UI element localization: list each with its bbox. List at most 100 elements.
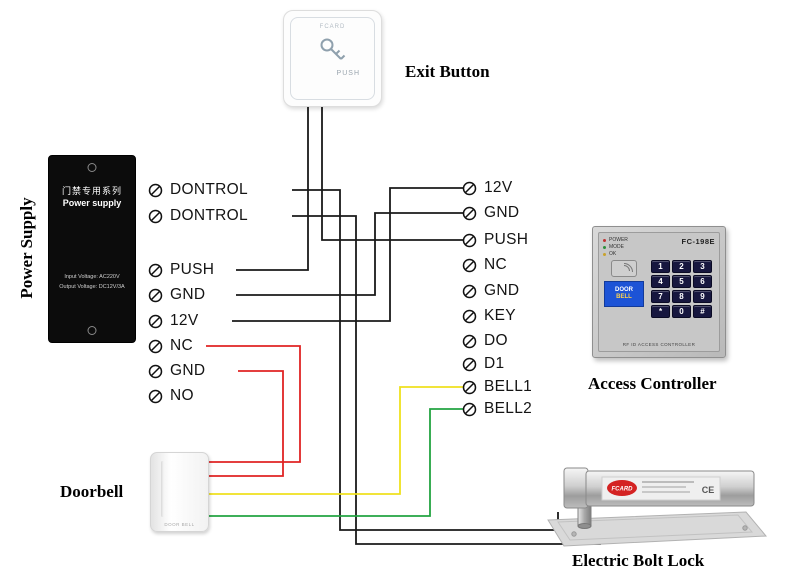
keypad-key-7[interactable]: 7 — [651, 290, 670, 303]
power-supply-input-spec: Input Voltage: AC220V — [64, 274, 120, 280]
controller-footer-text: RF ID ACCESS CONTROLLER — [622, 342, 696, 347]
terminal-screw-icon — [462, 258, 477, 272]
terminal-right-gnd-1: GND — [462, 203, 519, 223]
bolt-lock-title: Electric Bolt Lock — [572, 551, 705, 570]
terminal-screw-icon — [148, 389, 163, 403]
bolt-lock-graphic: FCARD CE — [547, 467, 768, 547]
terminal-screw-icon — [462, 309, 477, 323]
controller-indicators: POWER MODE OK — [603, 237, 628, 257]
terminal-screw-icon — [148, 288, 163, 302]
doorbell-title: Doorbell — [60, 482, 124, 501]
terminal-right-gnd-2: GND — [462, 281, 519, 301]
terminal-label: PUSH — [170, 261, 215, 278]
terminal-label: NO — [170, 387, 194, 404]
screw-hole-icon — [87, 326, 97, 335]
exit-button-device: FCARD PUSH — [283, 10, 382, 107]
exit-button-brand: FCARD — [319, 24, 346, 30]
terminal-right-d1: D1 — [462, 354, 504, 374]
terminal-left-no: NO — [148, 386, 194, 406]
terminal-left-nc: NC — [148, 336, 193, 356]
keypad-key-8[interactable]: 8 — [672, 290, 691, 303]
terminal-left-dontrol-2: DONTROL — [148, 206, 248, 226]
terminal-label: NC — [484, 256, 507, 273]
terminal-label: NC — [170, 337, 193, 354]
lock-brand-text: FCARD — [612, 487, 634, 493]
wire-gnd-to-doorbell — [209, 370, 284, 477]
terminal-label: DONTROL — [170, 181, 248, 198]
ok-led-icon — [603, 252, 606, 256]
terminal-label: GND — [484, 282, 520, 299]
terminal-left-gnd-2: GND — [148, 361, 205, 381]
power-supply-device: 门禁专用系列 Power supply Input Voltage: AC220… — [48, 155, 136, 343]
wire-nc-to-doorbell — [206, 345, 301, 463]
terminal-screw-icon — [462, 357, 477, 371]
terminal-screw-icon — [148, 209, 163, 223]
terminal-right-bell2: BELL2 — [462, 399, 532, 419]
power-supply-series: 门禁专用系列 — [61, 186, 122, 196]
exit-button-push-label: PUSH — [336, 70, 360, 77]
wire-bell1-to-doorbell — [209, 386, 464, 495]
terminal-left-12v: 12V — [148, 311, 198, 331]
terminal-screw-icon — [148, 263, 163, 277]
terminal-screw-icon — [148, 183, 163, 197]
terminal-screw-icon — [148, 314, 163, 328]
indicator-label: MODE — [609, 244, 624, 250]
keypad-key-star[interactable]: * — [651, 305, 670, 318]
terminal-left-push: PUSH — [148, 260, 214, 280]
doorbell-device: DOOR BELL — [150, 452, 209, 532]
keypad-key-hash[interactable]: # — [693, 305, 712, 318]
keypad-key-5[interactable]: 5 — [672, 275, 691, 288]
terminal-label: GND — [170, 362, 206, 379]
controller-screen: DOOR BELL — [604, 281, 644, 307]
keypad-key-6[interactable]: 6 — [693, 275, 712, 288]
mode-led-icon — [603, 245, 606, 249]
indicator-label: OK — [609, 251, 617, 257]
key-icon — [320, 38, 345, 60]
terminal-screw-icon — [462, 402, 477, 416]
bolt-lock-device: FCARD CE — [540, 462, 770, 550]
screen-line1: DOOR — [615, 286, 633, 293]
doorbell-groove — [161, 461, 164, 517]
terminal-label: GND — [484, 204, 520, 221]
power-supply-name: Power supply — [62, 198, 122, 208]
keypad-key-3[interactable]: 3 — [693, 260, 712, 273]
keypad-key-1[interactable]: 1 — [651, 260, 670, 273]
controller-model: FC-198E — [681, 237, 715, 246]
terminal-screw-icon — [462, 233, 477, 247]
exit-button-plate[interactable]: FCARD PUSH — [290, 17, 375, 100]
doorbell-text: DOOR BELL — [164, 522, 195, 527]
terminal-label: PUSH — [484, 231, 529, 248]
keypad-key-0[interactable]: 0 — [672, 305, 691, 318]
keypad-key-4[interactable]: 4 — [651, 275, 670, 288]
terminal-label: BELL2 — [484, 400, 533, 417]
wire-exit-to-right-push — [321, 104, 464, 241]
terminal-screw-icon — [462, 334, 477, 348]
terminal-screw-icon — [462, 181, 477, 195]
screen-line2: BELL — [616, 294, 632, 300]
power-supply-title: Power Supply — [17, 197, 36, 299]
rfid-card-icon — [611, 260, 637, 277]
wire-12v — [232, 187, 464, 322]
terminal-right-do: DO — [462, 331, 508, 351]
terminal-left-dontrol-1: DONTROL — [148, 180, 248, 200]
terminal-right-nc: NC — [462, 255, 507, 275]
controller-keypad: 1 2 3 4 5 6 7 8 9 * 0 # — [651, 260, 712, 340]
access-controller-device: POWER MODE OK FC-198E DOOR BELL 1 2 — [592, 226, 726, 358]
terminal-label: D1 — [484, 355, 505, 372]
exit-button-title: Exit Button — [405, 62, 490, 81]
terminal-right-12v: 12V — [462, 178, 512, 198]
terminal-label: BELL1 — [484, 378, 533, 395]
keypad-key-2[interactable]: 2 — [672, 260, 691, 273]
access-controller-title: Access Controller — [588, 374, 717, 393]
terminal-right-key: KEY — [462, 306, 516, 326]
terminal-screw-icon — [462, 380, 477, 394]
power-supply-output-spec: Output Voltage: DC12V/3A — [59, 284, 125, 290]
terminal-label: DO — [484, 332, 508, 349]
wire-exit-to-left-push — [236, 104, 309, 271]
terminal-label: GND — [170, 286, 206, 303]
indicator-label: POWER — [609, 237, 628, 243]
keypad-key-9[interactable]: 9 — [693, 290, 712, 303]
terminal-right-bell1: BELL1 — [462, 377, 532, 397]
screw-hole-icon — [87, 163, 97, 172]
